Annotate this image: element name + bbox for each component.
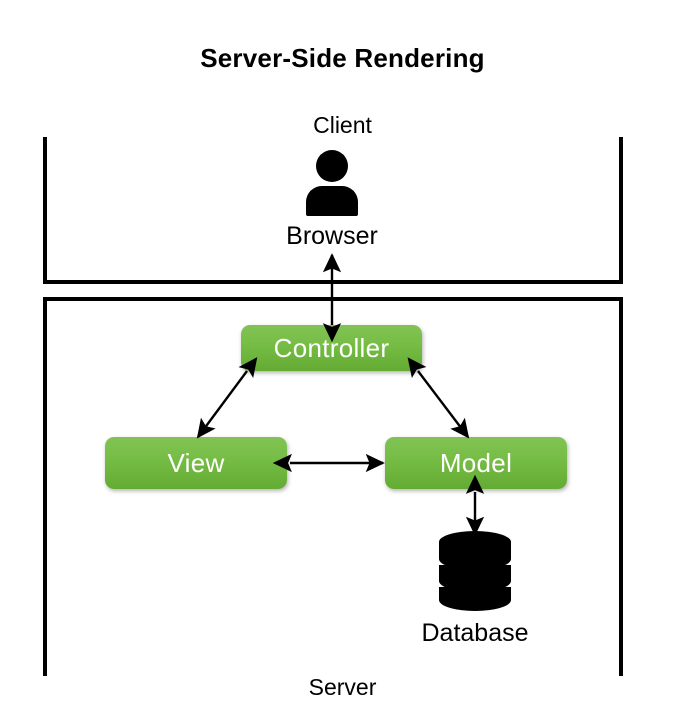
database-icon-disc-3 [439,570,511,592]
database-label: Database [421,619,529,647]
model-box[interactable]: Model [385,437,567,489]
server-zone-border-left [43,297,47,687]
person-icon-head [316,150,348,182]
server-zone-label: Server [0,676,685,699]
browser-node: Browser [282,150,382,255]
client-zone-border-left [43,126,47,284]
server-zone-border-top [43,297,623,301]
controller-box[interactable]: Controller [241,325,422,371]
person-icon [282,150,382,216]
server-zone-border-right [619,297,623,687]
browser-label: Browser [286,222,378,250]
client-zone-label: Client [0,114,685,137]
database-icon-disc-2 [439,548,511,570]
person-icon-body [306,186,358,216]
database-node: Database [415,531,535,661]
database-icon-bottom-disc [439,589,511,611]
client-zone-border-bottom [43,280,623,284]
view-box[interactable]: View [105,437,287,489]
page-title: Server-Side Rendering [200,43,485,73]
client-zone-border-right [619,126,623,284]
database-cylinder-icon [439,531,511,611]
